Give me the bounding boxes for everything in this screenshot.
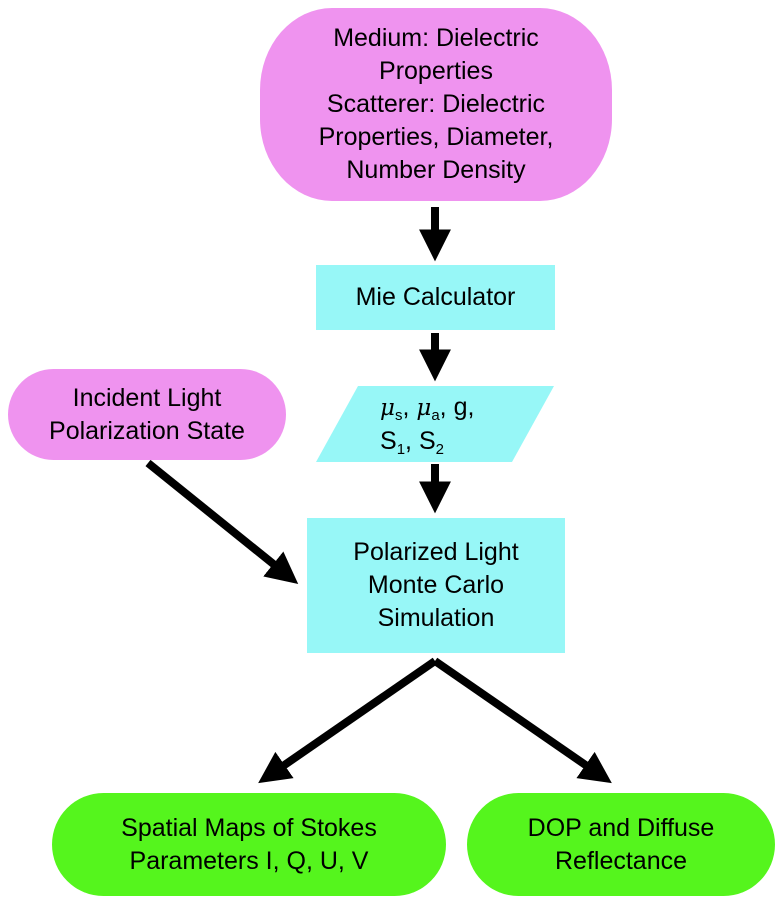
mu-s-subscript: s (394, 406, 403, 424)
mu-a-symbol: μ (416, 394, 432, 421)
maps-line-2: Parameters I, Q, U, V (129, 846, 369, 875)
stokes-maps-output-node: Spatial Maps of Stokes Parameters I, Q, … (52, 793, 446, 896)
s1-subscript: 1 (396, 440, 406, 458)
arrow-simulation-to-dop (432, 657, 612, 784)
simulation-line-2: Monte Carlo (367, 571, 505, 599)
arrow-simulation-to-maps (258, 657, 438, 784)
dop-reflectance-output-node: DOP and Diffuse Reflectance (467, 793, 775, 896)
g-symbol: g, (453, 392, 475, 421)
simulation-line-1: Polarized Light (353, 538, 519, 566)
params-line-1: μs, μa, g, (380, 392, 475, 424)
s2-symbol: S (418, 426, 436, 455)
incident-light-node: Incident Light Polarization State (8, 369, 286, 460)
scattering-parameters-node: μs, μa, g, S1, S2 (316, 386, 554, 462)
incident-line-1: Incident Light (72, 383, 222, 412)
simulation-line-3: Simulation (377, 604, 495, 632)
arrow-incident-to-simulation (145, 459, 299, 585)
params-line-2: S1, S2 (380, 426, 444, 458)
medium-line-5: Number Density (346, 156, 526, 184)
mu-s-symbol: μ (380, 394, 395, 421)
mie-label: Mie Calculator (355, 283, 516, 311)
medium-line-1: Medium: Dielectric (333, 24, 539, 52)
medium-line-2: Properties (379, 57, 493, 85)
mu-a-subscript: a (431, 406, 440, 424)
incident-line-2: Polarization State (49, 416, 245, 445)
mie-calculator-node: Mie Calculator (316, 265, 555, 330)
monte-carlo-simulation-node: Polarized Light Monte Carlo Simulation (307, 518, 565, 653)
medium-line-4: Properties, Diameter, (318, 123, 554, 151)
dop-line-1: DOP and Diffuse (527, 813, 715, 842)
dop-line-2: Reflectance (554, 846, 688, 875)
parallelogram-shape (316, 386, 554, 462)
medium-scatterer-input-node: Medium: Dielectric Properties Scatterer:… (260, 8, 612, 201)
maps-line-1: Spatial Maps of Stokes (121, 813, 377, 842)
s1-symbol: S (380, 426, 397, 455)
medium-line-3: Scatterer: Dielectric (326, 90, 546, 118)
s2-subscript: 2 (435, 440, 444, 458)
